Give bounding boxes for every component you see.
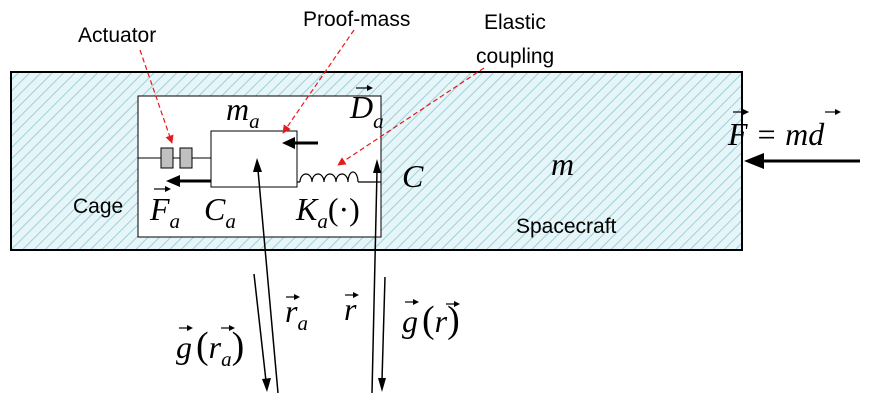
F-a-symbol: Fa — [149, 186, 180, 233]
actuator-annotation-arrow — [139, 49, 174, 144]
svg-text:ra: ra — [285, 293, 308, 335]
external-force-arrow — [744, 153, 860, 169]
proof-mass-box — [210, 130, 298, 188]
actuator-block-left — [160, 147, 174, 169]
proof-mass-annotation-arrow — [282, 29, 355, 134]
C-symbol: C — [402, 158, 424, 194]
spacecraft-label: Spacecraft — [516, 215, 617, 238]
m-a-symbol: ma — [226, 91, 260, 133]
g-r-a-vector — [253, 273, 271, 392]
C-a-symbol: Ca — [204, 191, 236, 233]
svg-text:g(r): g(r) — [402, 299, 460, 341]
r-vector — [371, 159, 381, 394]
cage-label: Cage — [73, 195, 123, 218]
r-symbol: r — [344, 291, 359, 327]
actuator-block-right — [179, 147, 193, 169]
F-equals-md-symbol: F = md — [727, 109, 841, 152]
actuator-force-arrow — [166, 175, 211, 187]
r-a-vector — [253, 158, 279, 394]
D-a-symbol: Da — [349, 85, 384, 133]
elastic-label-line1: Elastic — [484, 11, 546, 34]
proof-mass-label: Proof-mass — [303, 8, 410, 31]
actuator-label: Actuator — [78, 24, 156, 47]
g-of-r-symbol: g(r) — [402, 299, 460, 341]
g-r-vector — [378, 276, 386, 392]
svg-text:F = md: F = md — [727, 116, 825, 152]
g-of-r-a-symbol: g(ra) — [176, 325, 244, 371]
svg-text:Da: Da — [349, 89, 384, 133]
svg-text:r: r — [344, 291, 357, 327]
svg-text:g(ra): g(ra) — [176, 325, 244, 371]
K-a-symbol: Ka(·) — [295, 191, 360, 233]
elastic-label-line2: coupling — [476, 45, 554, 68]
disturbance-arrow — [282, 137, 318, 149]
elastic-coupling-annotation-arrow — [337, 67, 485, 166]
r-a-symbol: ra — [285, 293, 308, 335]
svg-text:Fa: Fa — [149, 191, 180, 233]
m-symbol: m — [551, 146, 574, 182]
